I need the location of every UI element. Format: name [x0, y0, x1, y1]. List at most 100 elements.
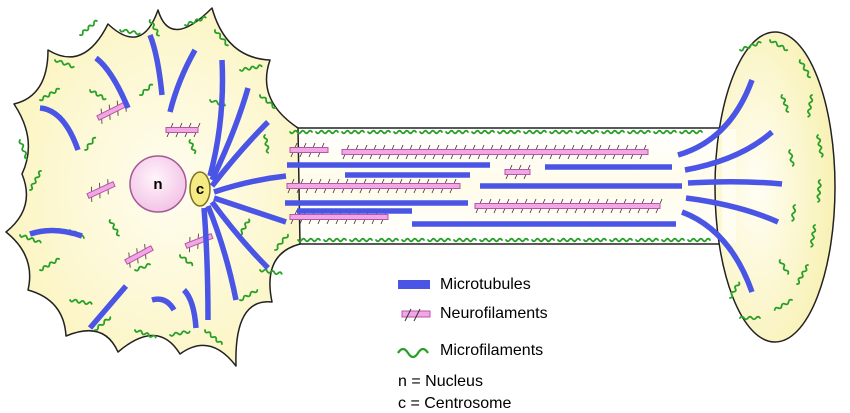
microfilament — [583, 237, 607, 243]
neurofilament — [86, 179, 116, 202]
neurofilament-bar — [165, 127, 199, 133]
microfilament — [315, 129, 339, 135]
microfilament — [148, 19, 160, 37]
microtubule — [167, 48, 198, 113]
legend-symbol-neurofilaments — [401, 308, 431, 322]
microfilament — [816, 179, 822, 203]
microfilament — [69, 298, 93, 306]
microtubule — [201, 207, 211, 321]
microfilament — [259, 94, 277, 109]
neurofilament-bar — [289, 147, 329, 153]
neurofilament-bar — [504, 169, 531, 175]
microfilament — [780, 94, 790, 113]
microfilament — [809, 224, 817, 248]
microfilament — [134, 329, 157, 339]
microfilament — [679, 129, 703, 135]
microtubule — [39, 105, 81, 151]
microfilament — [239, 64, 263, 72]
centrosome-ellipse — [189, 171, 211, 207]
microfilament — [263, 134, 270, 154]
microfilament — [119, 28, 141, 36]
microfilament — [635, 237, 659, 243]
nucleus-circle — [129, 155, 187, 213]
microfilament — [289, 129, 313, 135]
microtubule — [207, 59, 226, 177]
microfilament — [239, 218, 251, 236]
microtubule — [684, 129, 774, 173]
microtubule — [687, 178, 783, 187]
microtubule — [677, 79, 755, 158]
neurofilament-bar — [124, 245, 154, 265]
microfilament — [94, 316, 112, 332]
microfilament — [375, 237, 399, 243]
neurofilament — [289, 142, 329, 158]
legend-symbol-microtubules — [398, 280, 430, 289]
microfilament — [89, 89, 107, 101]
neurofilament-bar — [286, 183, 461, 189]
microfilament — [274, 233, 289, 251]
centrosome: c — [189, 171, 211, 207]
microfilament — [297, 237, 321, 243]
microtubule — [205, 204, 239, 301]
centrosome-label: c — [196, 181, 204, 198]
terminal-neck-fill — [722, 129, 736, 243]
neurofilament — [474, 198, 663, 214]
microfilament — [29, 170, 42, 191]
microfilament — [523, 129, 547, 135]
microfilament — [134, 263, 151, 272]
neurofilament-bar — [341, 149, 649, 155]
microfilament — [601, 129, 625, 135]
legend-neurofilament-tick — [413, 308, 421, 322]
microfilament — [188, 139, 197, 155]
neurofilament — [341, 144, 649, 160]
microfilament — [179, 254, 194, 267]
microfilament — [79, 19, 98, 37]
microfilament — [453, 237, 477, 243]
neurofilament-bar — [474, 203, 661, 209]
microfilament — [816, 134, 824, 158]
microfilament — [323, 237, 347, 243]
microfilament — [778, 259, 790, 275]
microfilament — [531, 237, 555, 243]
microfilament — [773, 298, 793, 311]
microtubule — [681, 209, 755, 293]
microfilament — [497, 129, 521, 135]
microfilament — [769, 39, 789, 52]
microtubule — [213, 195, 287, 225]
microfilament — [427, 237, 451, 243]
microtubule — [94, 55, 131, 110]
microfilament — [239, 289, 259, 302]
legend-label-microfilaments: Microfilaments — [440, 342, 544, 359]
microtubule — [87, 284, 129, 330]
nucleus: n — [129, 155, 187, 213]
microfilament — [557, 237, 581, 243]
neurofilament — [124, 243, 154, 268]
microfilament — [609, 237, 633, 243]
neurofilament — [165, 122, 201, 138]
microfilament — [54, 59, 75, 69]
key-centrosome: c = Centrosome — [398, 395, 512, 412]
microfilament — [349, 237, 373, 243]
microfilament — [798, 59, 811, 79]
microfilament — [653, 129, 677, 135]
axon-terminal — [714, 31, 836, 343]
microfilament — [575, 129, 599, 135]
microfilament — [505, 237, 529, 243]
microfilament — [184, 15, 207, 27]
neurofilament-bar — [289, 214, 389, 220]
microfilament — [471, 129, 495, 135]
microfilament — [259, 268, 283, 276]
neurofilament — [504, 164, 531, 180]
microfilament — [796, 264, 809, 285]
microfilament — [788, 149, 795, 167]
nucleus-label: n — [153, 176, 162, 193]
microfilament — [549, 129, 573, 135]
microfilaments — [18, 15, 824, 345]
microtubule — [147, 33, 165, 96]
microfilament — [739, 40, 762, 52]
microfilament — [791, 204, 797, 222]
microfilament — [367, 129, 391, 135]
microfilament — [108, 219, 120, 237]
